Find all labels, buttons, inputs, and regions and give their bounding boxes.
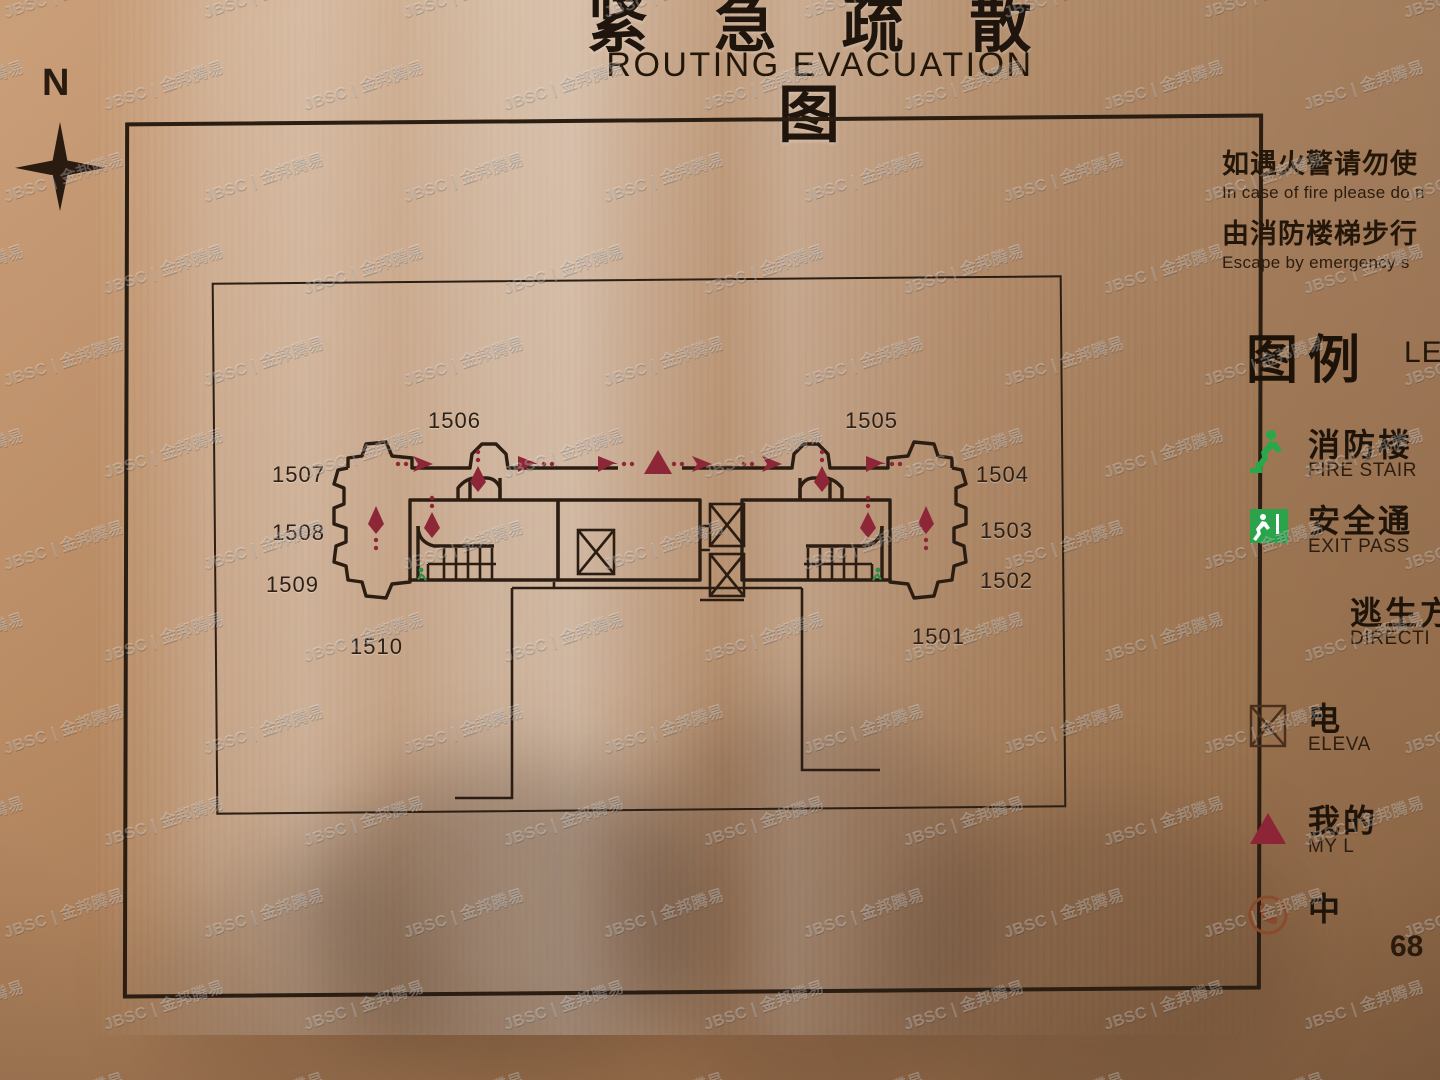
lower-building-blocks [455, 582, 880, 800]
room-label-1507: 1507 [272, 462, 325, 488]
fire-stairs-running-person-icon [417, 567, 882, 581]
room-label-1505: 1505 [845, 408, 898, 434]
legend-item-elevator-chinese: 电 [1308, 694, 1343, 740]
legend-item-elevator-english: ELEVA [1308, 734, 1371, 756]
fire-notice-2-english: Escape by emergency s [1222, 253, 1440, 273]
brushed-texture-overlay [96, 0, 1256, 1035]
legend-item-control-room-phone: 中 [1246, 888, 1440, 960]
legend-item-fire-stairs-chinese: 消防楼 [1308, 420, 1413, 466]
room-label-1501: 1501 [912, 624, 965, 650]
exit-passage-icon [1250, 509, 1288, 543]
control-room-phone-number: 68 [1390, 930, 1423, 964]
elevator-icon [1249, 704, 1287, 748]
room-label-1510: 1510 [350, 634, 403, 660]
page-title-chinese: 紧 急 疏 散 图 [540, 0, 1100, 154]
fire-stairs-running-person-icon [1250, 430, 1282, 473]
floor-plan-drawing [332, 440, 968, 602]
legend-item-escape-direction: 逃生方 DIRECTI [1246, 592, 1440, 664]
brushed-metal-panel [96, 0, 1256, 1035]
fire-notice-2-chinese: 由消防楼梯步行 [1222, 212, 1440, 251]
room-label-1503: 1503 [980, 518, 1033, 544]
legend-item-control-room-chinese: 中 [1308, 884, 1343, 930]
legend-item-exit-passage-english: EXIT PASS [1308, 536, 1410, 558]
legend-item-my-location: 我的 MY L [1246, 800, 1440, 872]
elevator-icon [576, 502, 746, 602]
escape-direction-arrow-icon [368, 449, 934, 551]
room-label-1506: 1506 [428, 408, 481, 434]
page-title-english: ROUTING EVACUATION [540, 46, 1100, 85]
legend-title-english: LE [1404, 336, 1440, 370]
fire-notice-1-chinese: 如遇火警请勿使 [1222, 142, 1440, 181]
room-label-1504: 1504 [976, 462, 1029, 488]
legend-title-chinese: 图例 [1246, 318, 1370, 393]
room-label-1509: 1509 [266, 572, 319, 598]
compass-rose-icon [14, 121, 106, 212]
room-label-1508: 1508 [272, 520, 325, 546]
fire-notice-1: 如遇火警请勿使 In case of fire please do n [1222, 142, 1440, 203]
compass-north-label: N [42, 62, 69, 105]
fire-notice-1-english: In case of fire please do n [1222, 183, 1440, 203]
legend-item-escape-direction-chinese: 逃生方 [1350, 588, 1440, 634]
legend-item-my-location-english: MY L [1308, 836, 1354, 858]
fire-notice-2: 由消防楼梯步行 Escape by emergency s [1222, 212, 1440, 273]
legend-item-elevator: 电 ELEVA [1246, 698, 1440, 770]
legend-item-fire-stairs: 消防楼 FIRE STAIR [1246, 424, 1440, 496]
telephone-icon [1248, 895, 1288, 935]
my-location-triangle-icon [1250, 813, 1286, 844]
legend-item-fire-stairs-english: FIRE STAIR [1308, 460, 1417, 482]
room-label-1502: 1502 [980, 568, 1033, 594]
my-location-triangle-icon [644, 450, 672, 474]
legend-item-my-location-chinese: 我的 [1308, 796, 1378, 842]
legend-item-exit-passage: 安全通 EXIT PASS [1246, 500, 1440, 572]
legend-item-exit-passage-chinese: 安全通 [1308, 496, 1413, 542]
legend-item-escape-direction-english: DIRECTI [1350, 628, 1430, 650]
